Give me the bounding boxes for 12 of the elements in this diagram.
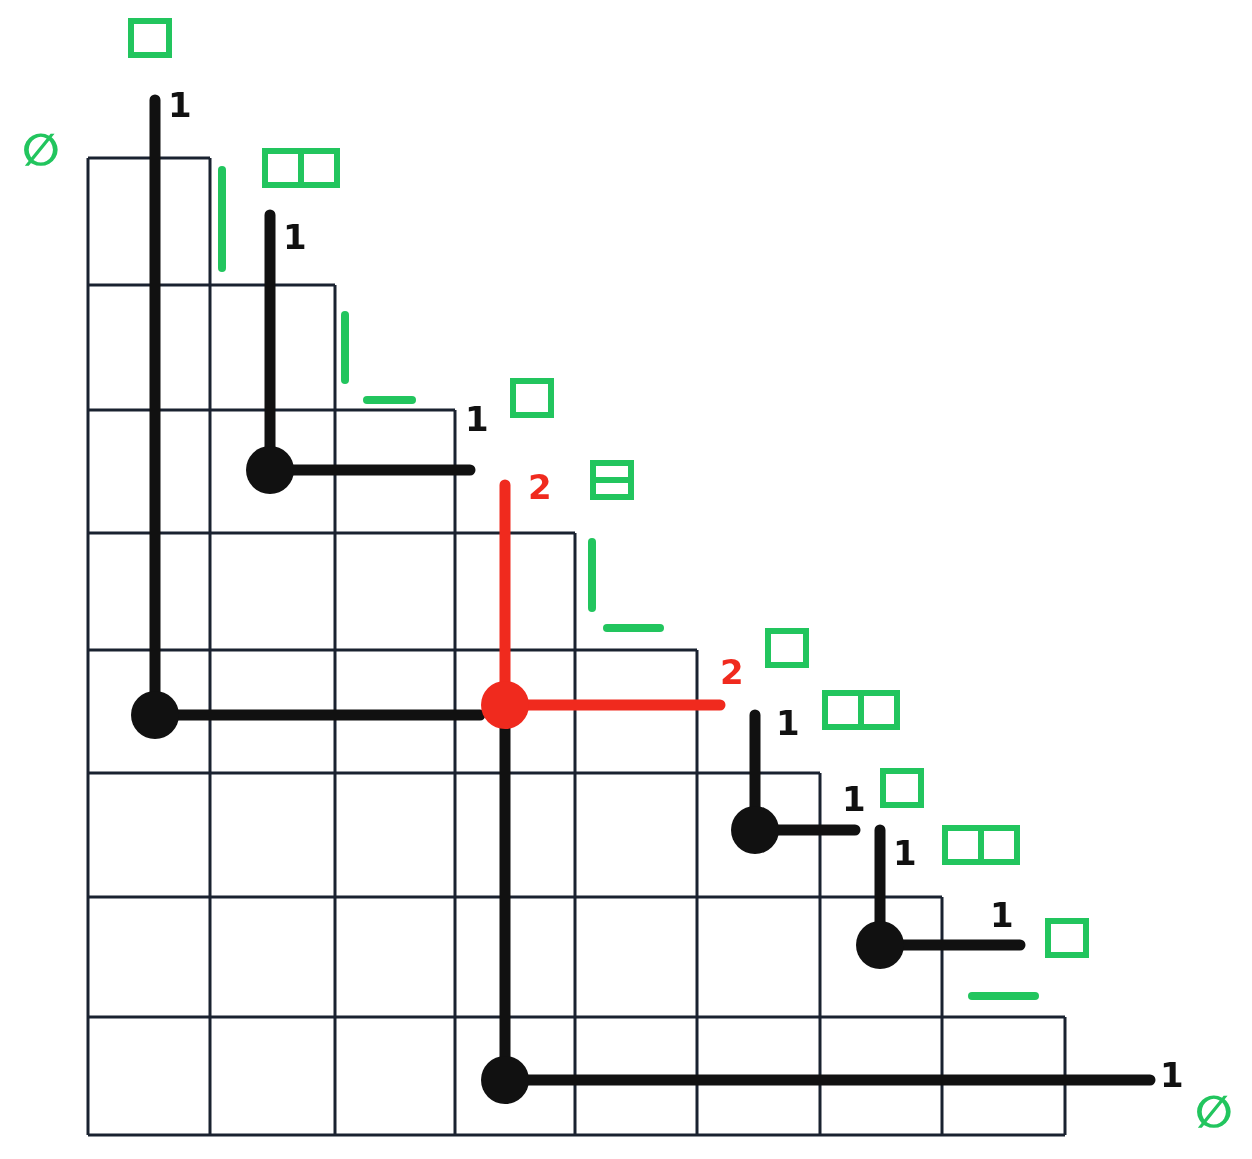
number: 2: [720, 655, 744, 689]
number: 1: [1160, 1058, 1184, 1092]
number: 1: [776, 706, 800, 740]
number: 1: [990, 898, 1014, 932]
number: 1: [842, 782, 866, 816]
number: 1: [893, 836, 917, 870]
number: 1: [465, 402, 489, 436]
empty-set-symbol: ∅: [1195, 1090, 1233, 1134]
number: 2: [528, 470, 552, 504]
number: 1: [168, 88, 192, 122]
number: 1: [283, 220, 307, 254]
empty-set-symbol: ∅: [22, 128, 60, 172]
